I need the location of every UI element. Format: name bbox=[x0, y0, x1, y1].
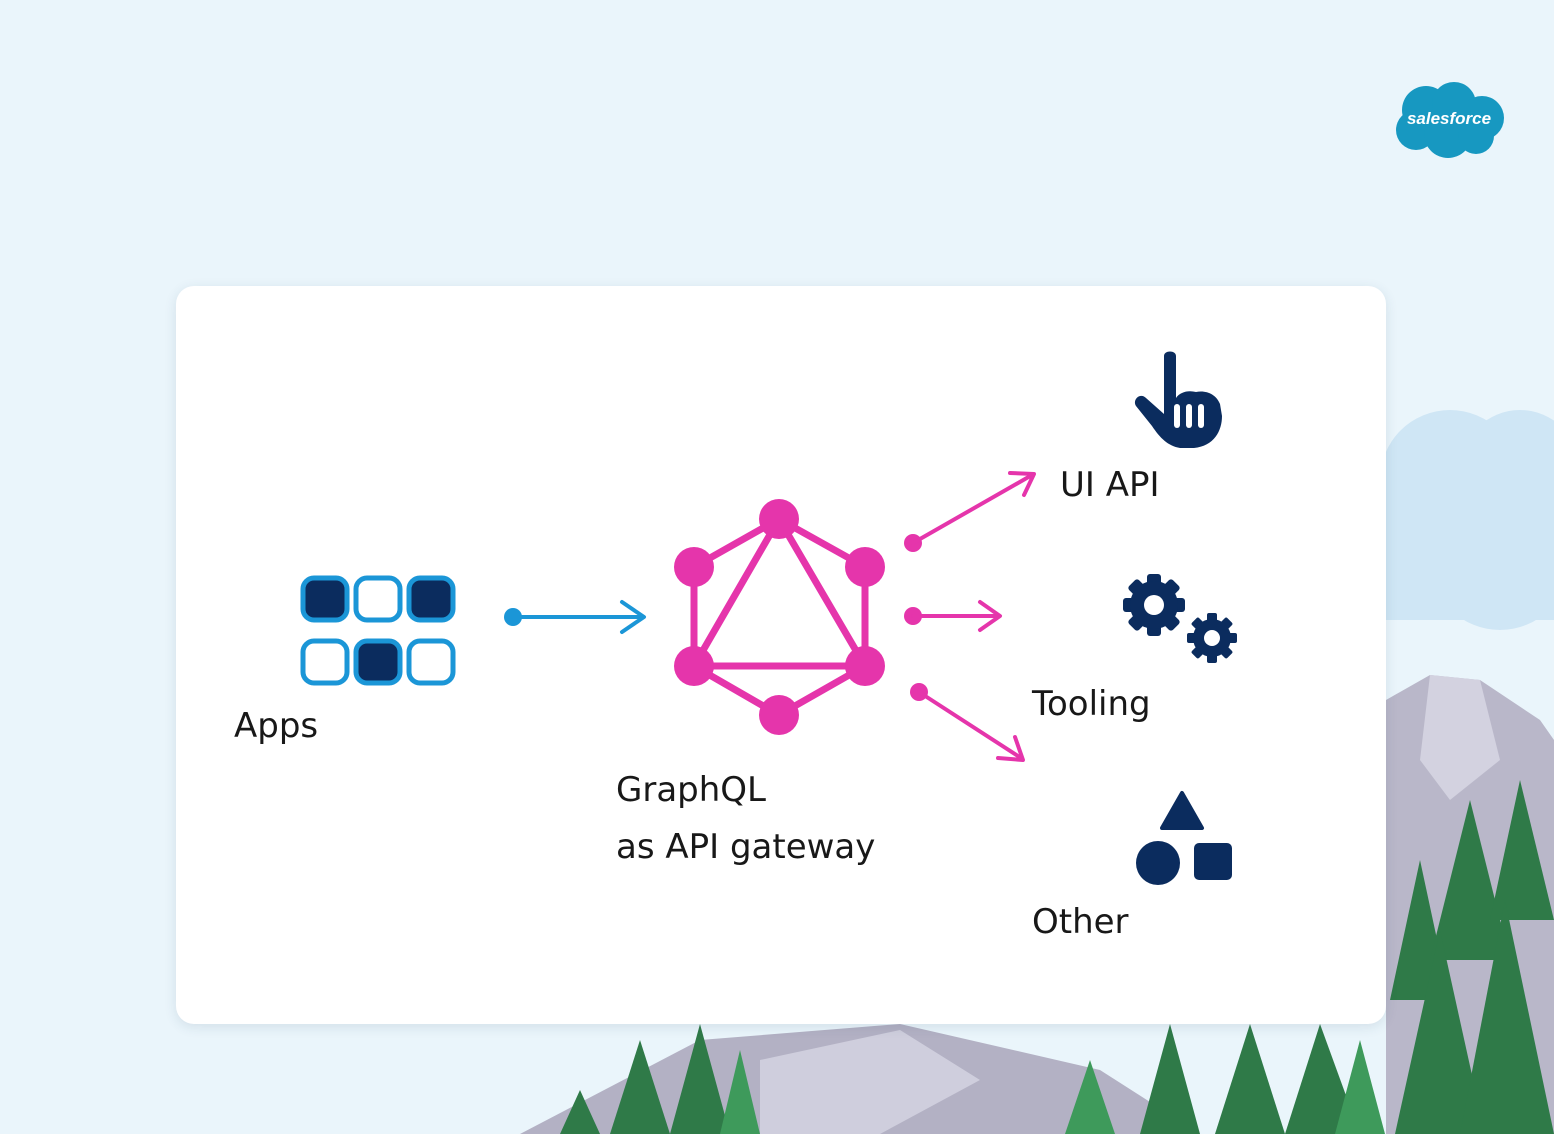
other-label: Other bbox=[1032, 902, 1129, 942]
pointer-hand-icon bbox=[1134, 351, 1222, 448]
diagram-card: Apps GraphQL as API gateway UI API Tooli… bbox=[176, 286, 1386, 1024]
gateway-to-tooling-arrow bbox=[904, 600, 1002, 632]
logo-text: salesforce bbox=[1407, 109, 1491, 128]
graphql-logo-icon bbox=[674, 499, 885, 735]
apps-grid-icon bbox=[300, 575, 456, 686]
tooling-label: Tooling bbox=[1032, 684, 1151, 724]
apps-label: Apps bbox=[234, 706, 319, 746]
gateway-to-ui-api-arrow bbox=[904, 471, 1036, 552]
apps-to-gateway-arrow bbox=[504, 600, 646, 634]
gateway-label-line1: GraphQL bbox=[616, 770, 766, 810]
trees-light-decoration bbox=[720, 1040, 1385, 1134]
ui-api-label: UI API bbox=[1060, 465, 1160, 505]
salesforce-logo: salesforce bbox=[1396, 82, 1504, 158]
gateway-to-other-arrow bbox=[910, 683, 1025, 762]
architecture-diagram bbox=[300, 351, 1237, 885]
cloud-decoration bbox=[1345, 410, 1554, 630]
logo-cloud-icon bbox=[1396, 82, 1504, 158]
gateway-label-line2: as API gateway bbox=[616, 827, 876, 867]
trees-decoration bbox=[560, 780, 1554, 1134]
gears-icon bbox=[1123, 574, 1237, 663]
shapes-icon bbox=[1136, 791, 1232, 885]
